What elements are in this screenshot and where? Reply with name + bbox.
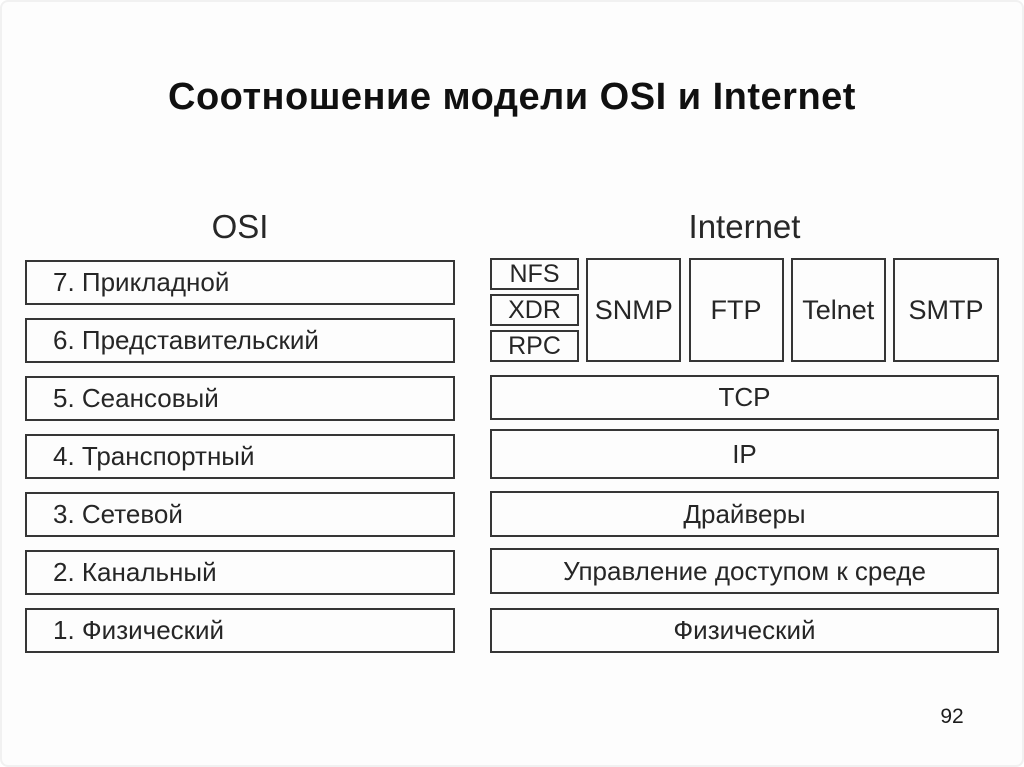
box-smtp: SMTP <box>893 258 999 362</box>
osi-layer-7-application: 7. Прикладной <box>25 260 455 305</box>
osi-layer-2-datalink: 2. Канальный <box>25 550 455 595</box>
box-xdr: XDR <box>490 294 579 326</box>
box-tcp: TCP <box>490 375 999 420</box>
internet-application-row: NFS XDR RPC SNMP FTP Telnet SMTP <box>490 258 999 362</box>
box-telnet: Telnet <box>790 258 886 362</box>
box-drivers: Драйверы <box>490 491 999 537</box>
box-ip: IP <box>490 429 999 479</box>
internet-column-header: Internet <box>688 208 801 245</box>
osi-layer-1-physical: 1. Физический <box>25 608 455 653</box>
osi-layer-4-transport: 4. Транспортный <box>25 434 455 479</box>
box-media-access-control: Управление доступом к среде <box>490 548 999 594</box>
box-nfs: NFS <box>490 258 579 290</box>
osi-column-header: OSI <box>211 208 269 245</box>
osi-layer-3-network: 3. Сетевой <box>25 492 455 537</box>
page-number: 92 <box>940 705 964 728</box>
osi-layer-stack: 7. Прикладной 6. Представительский 5. Се… <box>25 260 455 653</box>
box-rpc: RPC <box>490 330 579 362</box>
osi-layer-5-session: 5. Сеансовый <box>25 376 455 421</box>
box-snmp: SNMP <box>586 258 682 362</box>
box-physical: Физический <box>490 608 999 653</box>
slide-title: Соотношение модели OSI и Internet <box>168 76 856 118</box>
osi-layer-6-presentation: 6. Представительский <box>25 318 455 363</box>
nfs-xdr-rpc-stack: NFS XDR RPC <box>490 258 579 362</box>
internet-layer-stack: NFS XDR RPC SNMP FTP Telnet SMTP TCP IP … <box>490 258 999 653</box>
box-ftp: FTP <box>688 258 784 362</box>
